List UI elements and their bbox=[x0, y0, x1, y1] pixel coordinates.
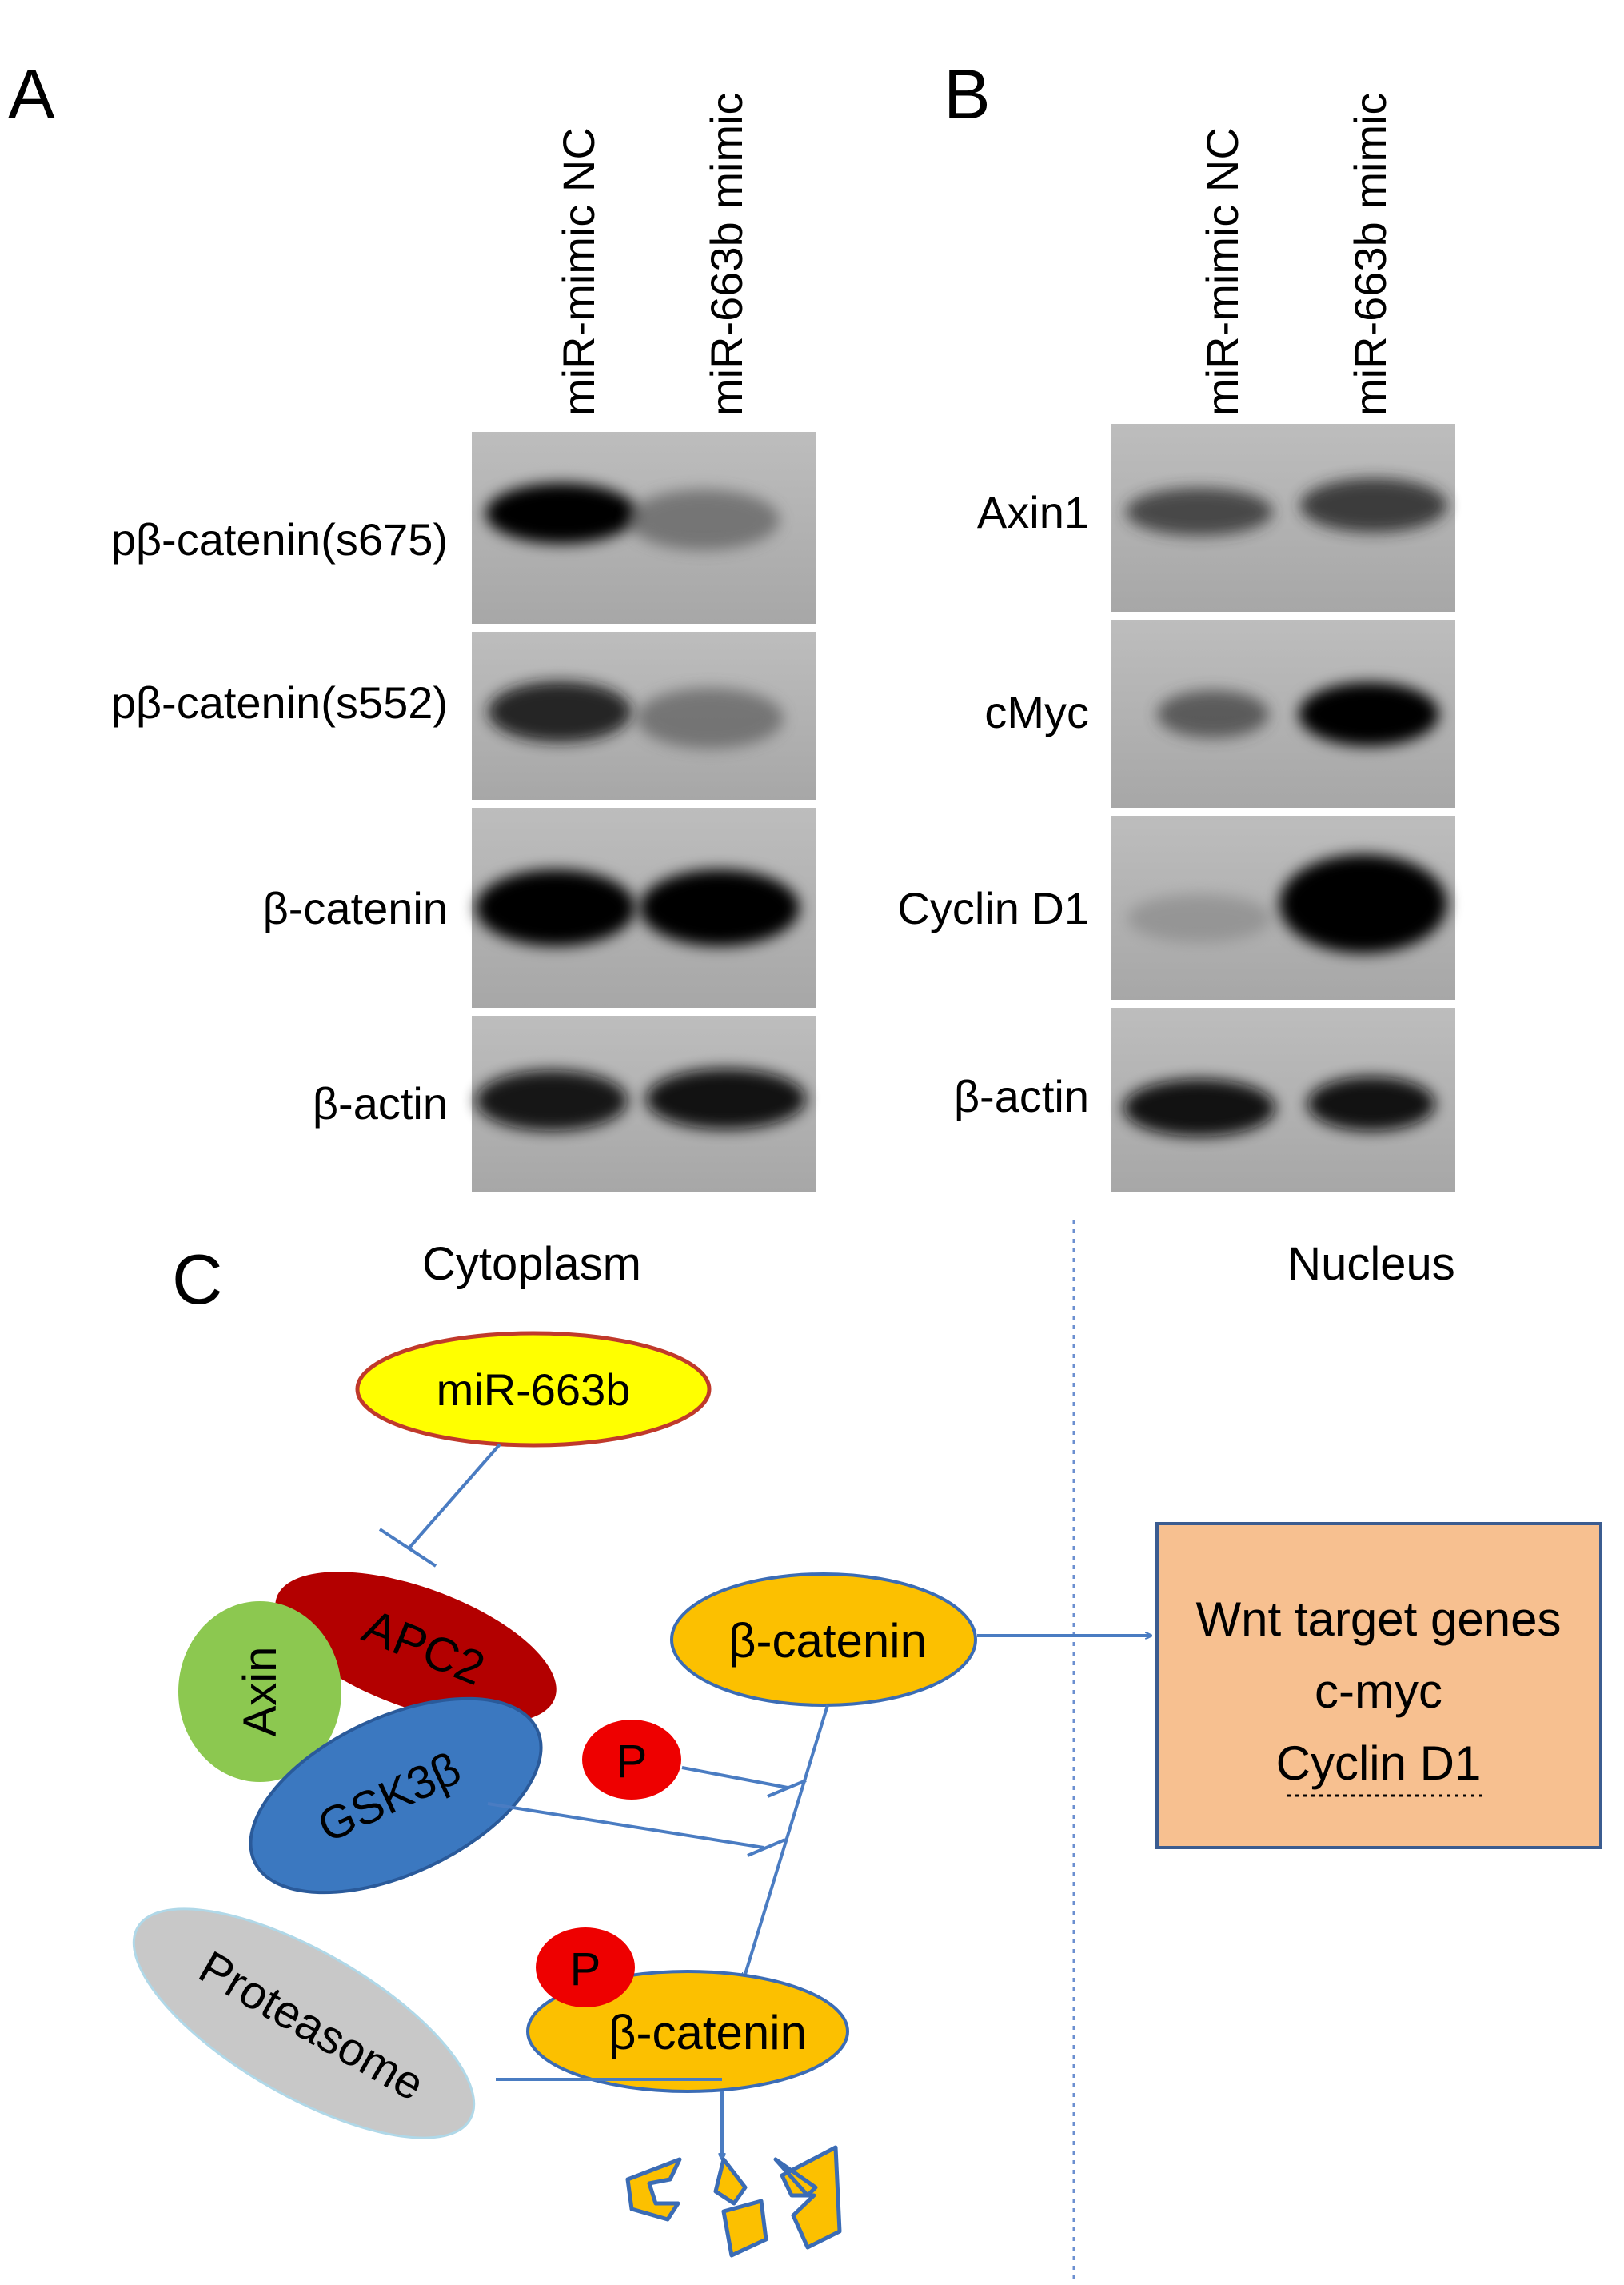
gsk3b-ellipse bbox=[249, 1696, 543, 1895]
panel-b-lane-2-label: miR-663b mimic bbox=[1345, 93, 1395, 417]
band-lane-2 bbox=[1299, 682, 1439, 746]
phosphate-bound-ellipse bbox=[536, 1927, 635, 2007]
beta-catenin-phospho-label: β-catenin bbox=[609, 2006, 807, 2059]
gsk3b-node: GSK3β bbox=[249, 1696, 543, 1895]
target-gene-cyclin-d1: Cyclin D1 bbox=[1276, 1736, 1482, 1790]
panel-b-blot-cyclin-d1: Cyclin D1 bbox=[897, 816, 1455, 1000]
band-lane-1 bbox=[488, 681, 632, 742]
target-box-rect bbox=[1155, 1522, 1602, 1849]
panel-b-blot-cmyc: cMyc bbox=[984, 620, 1455, 808]
target-gene-c-myc: c-myc bbox=[1315, 1664, 1442, 1718]
band-lane-2 bbox=[628, 489, 780, 550]
panel-b-blot-beta-actin: β-actin bbox=[954, 1008, 1455, 1192]
beta-catenin-free-label: β-catenin bbox=[728, 1614, 927, 1668]
mir-663b-ellipse bbox=[355, 1331, 712, 1448]
mir-663b-node: miR-663b bbox=[355, 1331, 712, 1448]
panel-a-blot-pbeta-catenin-s675: pβ-catenin(s675) bbox=[111, 432, 816, 624]
wnt-target-genes-box: Wnt target genes c-myc Cyclin D1 bbox=[1155, 1522, 1602, 1849]
band-lane-2 bbox=[1279, 854, 1447, 953]
beta-catenin-phosphorylation-edge bbox=[744, 1704, 829, 1979]
band-lane-2 bbox=[640, 869, 800, 946]
blot-label: cMyc bbox=[984, 687, 1089, 737]
axin-node: Axin bbox=[178, 1601, 341, 1782]
panel-a-blot-pbeta-catenin-s552: pβ-catenin(s552) bbox=[111, 632, 816, 800]
beta-catenin-phospho-node: β-catenin P bbox=[526, 1927, 849, 2093]
blot-label: Axin1 bbox=[977, 487, 1089, 537]
axin-label: Axin bbox=[234, 1647, 286, 1737]
proteasome-ellipse bbox=[132, 1907, 476, 2139]
panel-b-lane-1-label: miR-mimic NC bbox=[1197, 127, 1247, 416]
band-lane-1 bbox=[476, 1070, 628, 1131]
apc2-ellipse bbox=[275, 1572, 557, 1724]
panel-a: A miR-mimic NC miR-663b mimic pβ-catenin… bbox=[8, 54, 816, 1192]
phosphate-label: P bbox=[616, 1736, 648, 1788]
blot-label: pβ-catenin(s675) bbox=[111, 514, 448, 565]
panel-b: B miR-mimic NC miR-663b mimic Axin1 cMyc… bbox=[897, 54, 1455, 1192]
axin-ellipse bbox=[178, 1601, 341, 1782]
band-lane-2 bbox=[1307, 1077, 1435, 1131]
beta-catenin-free-ellipse bbox=[670, 1572, 977, 1707]
apc2-node: APC2 bbox=[275, 1572, 557, 1724]
panel-c: C Cytoplasm Nucleus miR-663b APC2 Axin G bbox=[132, 1220, 1602, 2285]
panel-a-blot-beta-catenin: β-catenin bbox=[263, 808, 816, 1008]
mir-inhibits-apc2-edge bbox=[378, 1443, 501, 1568]
panel-a-lane-2-label: miR-663b mimic bbox=[701, 93, 752, 417]
panel-c-letter: C bbox=[172, 1240, 223, 1319]
phosphate-bound-label: P bbox=[570, 1943, 601, 1995]
beta-catenin-free-node: β-catenin bbox=[670, 1572, 977, 1707]
blot-label: β-actin bbox=[313, 1078, 448, 1129]
band-lane-1 bbox=[476, 869, 636, 946]
band-lane-1 bbox=[1123, 1079, 1275, 1137]
blot-label: β-actin bbox=[954, 1071, 1089, 1121]
band-lane-1 bbox=[1127, 894, 1271, 942]
blot-label: pβ-catenin(s552) bbox=[111, 677, 448, 728]
band-lane-1 bbox=[1126, 488, 1273, 536]
phosphate-to-phosphorylation-edge bbox=[681, 1766, 807, 1798]
panel-b-letter: B bbox=[944, 54, 991, 134]
phosphate-node: P bbox=[582, 1720, 681, 1800]
band-lane-1 bbox=[1157, 690, 1269, 738]
nucleus-label: Nucleus bbox=[1287, 1238, 1455, 1290]
panel-a-letter: A bbox=[8, 54, 55, 134]
panel-a-lane-1-label: miR-mimic NC bbox=[553, 127, 604, 416]
blot-label: Cyclin D1 bbox=[897, 883, 1089, 933]
mir-663b-label: miR-663b bbox=[437, 1364, 631, 1415]
band-lane-2 bbox=[1300, 478, 1447, 533]
degraded-fragments-icon bbox=[625, 2145, 842, 2258]
blot-label: β-catenin bbox=[263, 883, 448, 933]
phosphate-ellipse bbox=[582, 1720, 681, 1800]
target-box-title: Wnt target genes bbox=[1196, 1592, 1562, 1646]
band-lane-1 bbox=[485, 483, 637, 544]
cytoplasm-label: Cytoplasm bbox=[422, 1238, 641, 1290]
band-lane-2 bbox=[646, 1069, 806, 1129]
panel-a-blot-beta-actin: β-actin bbox=[313, 1016, 816, 1192]
gsk3b-to-phosphorylation-edge bbox=[487, 1802, 786, 1857]
proteasome-node: Proteasome bbox=[132, 1907, 476, 2139]
panel-b-blot-axin1: Axin1 bbox=[977, 424, 1455, 612]
band-lane-2 bbox=[636, 688, 784, 749]
